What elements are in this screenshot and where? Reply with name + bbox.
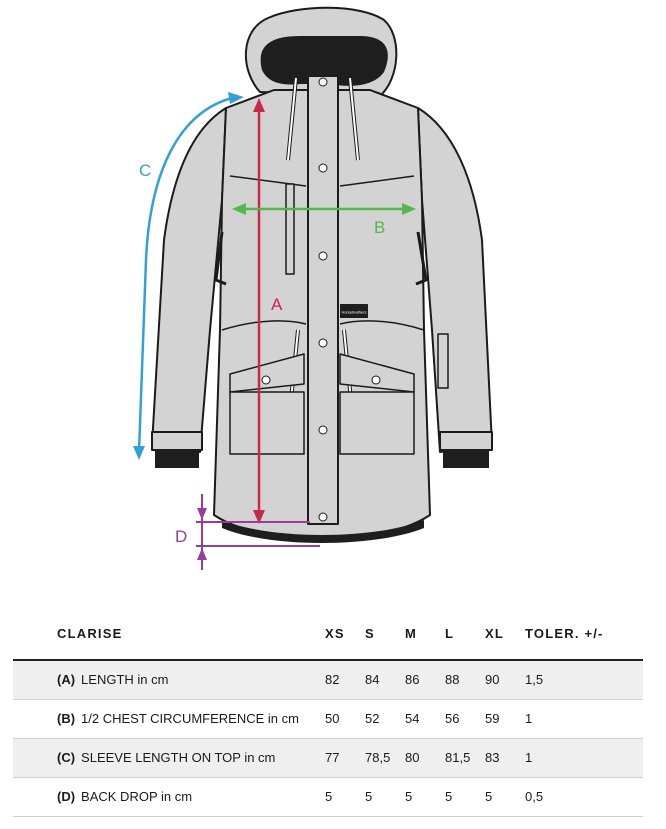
- measurement-name: LENGTH in cm: [81, 672, 169, 688]
- hood-drawcord-left-inner: [287, 77, 297, 161]
- cell-xs: 82: [325, 672, 340, 688]
- snap: [318, 163, 328, 173]
- measurement-code: (D): [57, 789, 76, 804]
- side-adjuster-left: [214, 231, 227, 286]
- measurement-name: 1/2 CHEST CIRCUMFERENCE in cm: [81, 711, 299, 726]
- product-name-header: CLARISE: [57, 625, 123, 641]
- snap: [318, 77, 328, 87]
- chest-pocket-zip: [285, 183, 295, 275]
- right-pocket: [339, 391, 415, 455]
- hem-back: [222, 520, 424, 543]
- table-header-row: CLARISE XS S M L XL TOLER. +/-: [13, 607, 643, 660]
- left-cuff: [151, 431, 203, 451]
- measurement-code: (A): [57, 672, 76, 688]
- pocket-snap: [371, 375, 381, 385]
- logo-patch-text: Horsefeathers: [341, 310, 366, 315]
- cell-m: 80: [405, 750, 420, 765]
- tolerance-header: TOLER. +/-: [525, 625, 604, 641]
- table-row: (A) LENGTH in cm 82 84 86 88 90 1,5: [13, 660, 643, 699]
- snap: [318, 512, 328, 522]
- jacket-measurement-diagram: Horsefeathers A B C D: [133, 6, 493, 570]
- cell-tolerance: 1,5: [525, 672, 544, 688]
- hood-drawcord-right-inner: [349, 77, 359, 161]
- size-chart-table: CLARISE XS S M L XL TOLER. +/- (A) LENGTH…: [13, 607, 643, 817]
- measurement-label: (B) 1/2 CHEST CIRCUMFERENCE in cm: [13, 699, 325, 738]
- label-a: A: [271, 295, 283, 314]
- zip-placket: [307, 75, 339, 525]
- cell-s: 5: [365, 789, 373, 804]
- sleeve-pocket: [437, 333, 449, 389]
- cell-xl: 5: [485, 789, 493, 804]
- right-cuff: [439, 431, 493, 451]
- cell-xs: 5: [325, 789, 333, 804]
- right-cuff-inner: [443, 450, 489, 468]
- left-pocket-flap: [229, 353, 305, 393]
- cell-xl: 83: [485, 750, 500, 765]
- cell-s: 52: [365, 711, 380, 726]
- cell-s: 78,5: [365, 750, 391, 765]
- size-header-l: L: [445, 625, 455, 641]
- cell-tolerance: 1: [525, 750, 533, 765]
- left-pocket: [229, 391, 305, 455]
- measurement-label: (A) LENGTH in cm: [13, 660, 325, 699]
- snap: [318, 338, 328, 348]
- size-header-m: M: [405, 625, 418, 641]
- label-b: B: [374, 218, 385, 237]
- cell-l: 81,5: [445, 750, 471, 765]
- table-row: (D) BACK DROP in cm 5 5 5 5 5 0,5: [13, 777, 643, 816]
- logo-patch: [340, 304, 368, 318]
- label-d: D: [175, 527, 187, 546]
- cell-l: 88: [445, 672, 460, 688]
- right-sleeve: [417, 107, 493, 453]
- waist-seam: [221, 320, 425, 331]
- snap: [318, 251, 328, 261]
- measurement-c: C: [133, 92, 244, 460]
- measurement-label: (C) SLEEVE LENGTH ON TOP in cm: [13, 738, 325, 777]
- table-row: (B) 1/2 CHEST CIRCUMFERENCE in cm 50 52 5…: [13, 699, 643, 738]
- hood-lining: [260, 36, 388, 86]
- cell-l: 56: [445, 711, 460, 726]
- size-header-xl: XL: [485, 625, 505, 641]
- measurement-label: (D) BACK DROP in cm: [13, 777, 325, 816]
- pocket-snap: [261, 375, 271, 385]
- left-cuff-inner: [155, 450, 199, 468]
- cell-m: 54: [405, 711, 420, 726]
- jacket-illustration: Horsefeathers: [151, 6, 493, 543]
- cell-xs: 50: [325, 711, 340, 726]
- cell-m: 86: [405, 672, 420, 688]
- side-adjuster-right: [415, 231, 428, 286]
- cell-m: 5: [405, 789, 413, 804]
- snap: [318, 425, 328, 435]
- measurement-code: (C): [57, 750, 76, 765]
- cell-xl: 90: [485, 672, 500, 688]
- cell-l: 5: [445, 789, 453, 804]
- measurement-code: (B): [57, 711, 76, 726]
- table-row: (C) SLEEVE LENGTH ON TOP in cm 77 78,5 80…: [13, 738, 643, 777]
- cell-s: 84: [365, 672, 380, 688]
- measurement-a: A: [253, 98, 283, 524]
- measurement-name: SLEEVE LENGTH ON TOP in cm: [81, 750, 276, 765]
- measurement-d: D: [175, 494, 320, 570]
- measurement-b: B: [232, 203, 416, 237]
- label-c: C: [139, 161, 151, 180]
- cell-tolerance: 0,5: [525, 789, 544, 804]
- size-header-xs: XS: [325, 625, 345, 641]
- cell-xs: 77: [325, 750, 340, 765]
- size-header-s: S: [365, 625, 375, 641]
- measurement-name: BACK DROP in cm: [81, 789, 193, 804]
- cell-tolerance: 1: [525, 711, 533, 726]
- cell-xl: 59: [485, 711, 500, 726]
